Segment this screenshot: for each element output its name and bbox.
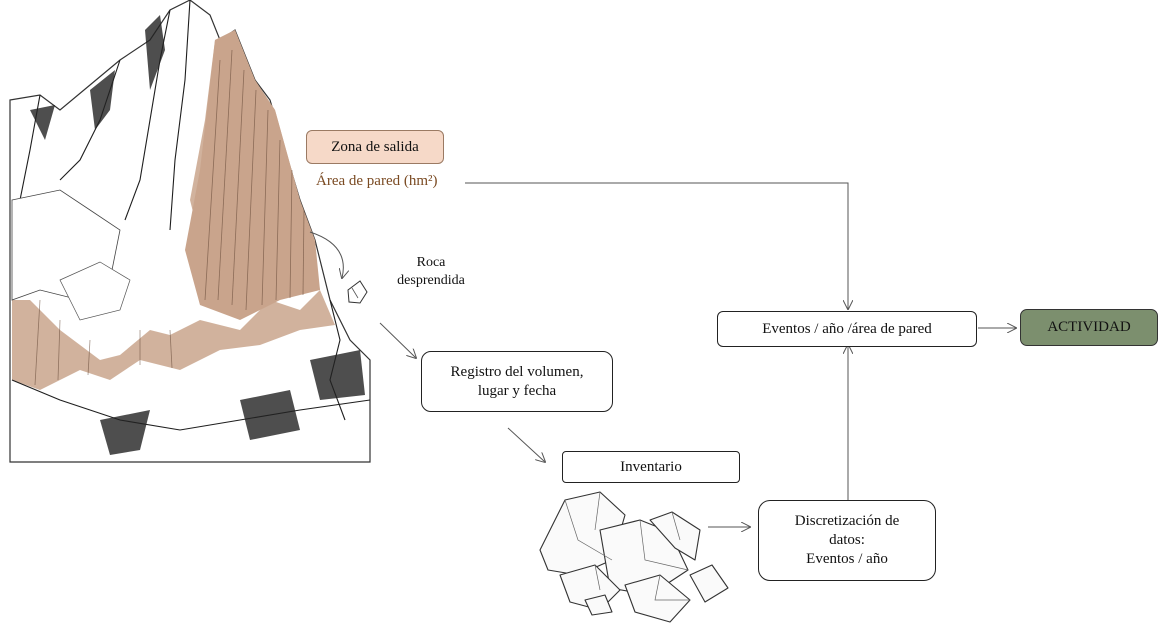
discretizacion-label: Discretización de datos: Eventos / año (795, 512, 900, 569)
roca-desprendida-label: Roca desprendida (386, 254, 476, 290)
registro-box: Registro del volumen, lugar y fecha (421, 351, 613, 412)
inventario-box: Inventario (562, 451, 740, 483)
actividad-box: ACTIVIDAD (1020, 309, 1158, 346)
inventario-label: Inventario (620, 458, 682, 477)
registro-label: Registro del volumen, lugar y fecha (451, 363, 584, 401)
eventos-box: Eventos / año /área de pared (717, 311, 977, 347)
actividad-label: ACTIVIDAD (1047, 318, 1130, 337)
zona-salida-label: Zona de salida (331, 138, 418, 157)
area-pared-label: Área de pared (hm²) (316, 172, 438, 191)
zona-salida-box: Zona de salida (306, 130, 444, 164)
discretizacion-box: Discretización de datos: Eventos / año (758, 500, 936, 581)
eventos-label: Eventos / año /área de pared (762, 320, 932, 339)
